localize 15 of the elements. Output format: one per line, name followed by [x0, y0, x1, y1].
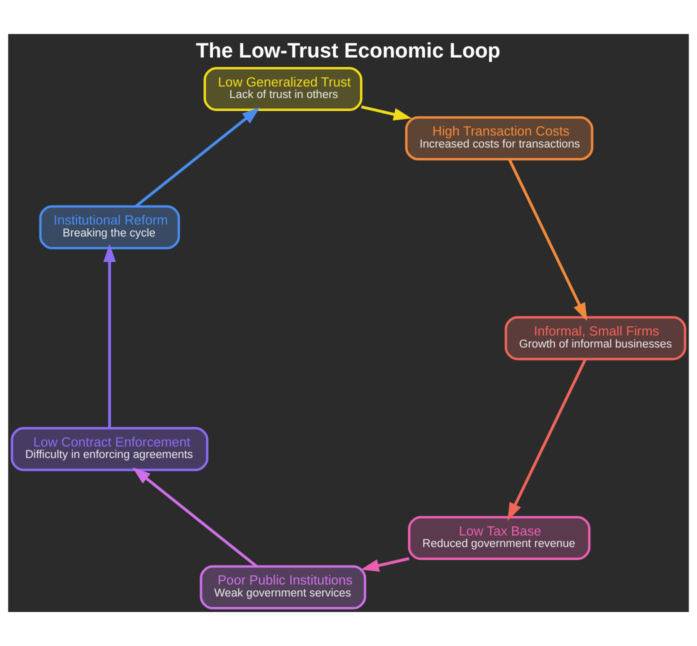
arrow	[508, 358, 587, 521]
node-box: Poor Public Institutions Weak government services	[200, 565, 366, 610]
arrow	[135, 107, 260, 208]
node-box: Informal, Small Firms Growth of informal businesses	[504, 316, 686, 360]
arrow	[508, 158, 588, 322]
arrow	[132, 467, 258, 568]
node-box: Low Generalized Trust Lack of trust in others	[204, 66, 362, 112]
node-box: High Transaction Costs Increased costs for transactions	[405, 116, 594, 160]
arrow	[360, 557, 410, 572]
diagram-title: The Low-Trust Economic Loop	[196, 39, 500, 62]
node-box: Low Contract Enforcement Difficulty in enforcing agreements	[10, 427, 208, 472]
node-box: Institutional Reform Breaking the cycle	[39, 205, 180, 250]
arrow	[361, 105, 412, 121]
node-box: Low Tax Base Reduced government revenue	[408, 516, 590, 560]
arrow	[103, 244, 116, 428]
